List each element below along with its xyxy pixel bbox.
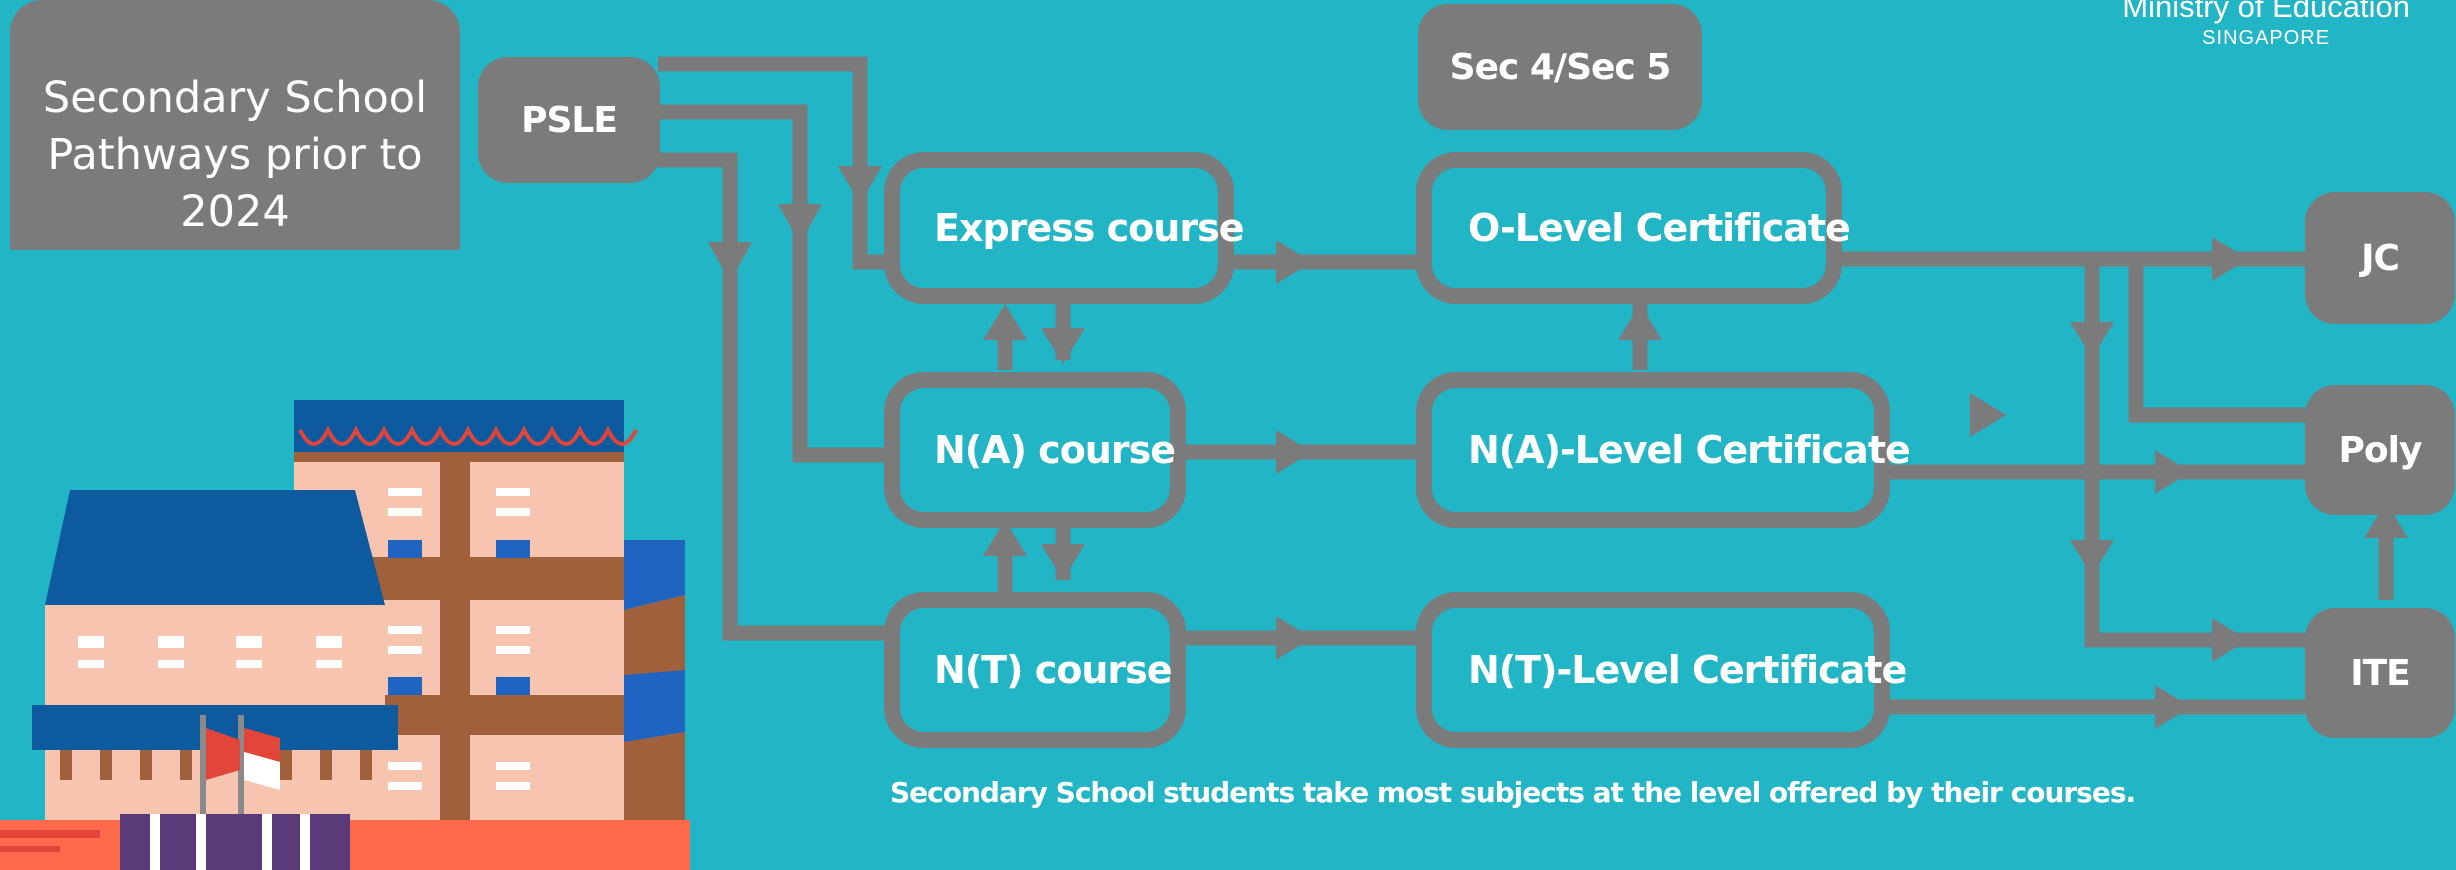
flow-psle-nt xyxy=(658,152,890,641)
node-o-level: O-Level Certificate xyxy=(1416,152,1851,304)
brand-name: Ministry of Education xyxy=(2122,0,2410,24)
arrow-down xyxy=(2070,540,2114,576)
arrow-right xyxy=(2212,618,2248,662)
arrow-down xyxy=(1041,328,1085,364)
brand-country: SINGAPORE xyxy=(2202,27,2331,49)
arrow-right xyxy=(1276,240,1312,284)
moe-logo-text: Ministry of Education SINGAPORE xyxy=(2122,0,2410,50)
node-jc: JC xyxy=(2305,192,2455,324)
arrow-down xyxy=(778,204,822,244)
arrow-down xyxy=(1041,544,1085,580)
flow-psle-na xyxy=(658,104,890,463)
diagram-caption: Secondary School students take most subj… xyxy=(890,776,2136,809)
node-na-course: N(A) course xyxy=(884,372,1186,528)
arrow-down xyxy=(708,242,752,282)
flow-branch-ite xyxy=(2084,259,2305,648)
arrow-down xyxy=(838,166,882,204)
node-poly: Poly xyxy=(2305,385,2455,515)
node-express-course: Express course xyxy=(884,152,1244,304)
arrow-right xyxy=(2212,237,2248,281)
arrow-right xyxy=(1276,430,1312,474)
arrow-right xyxy=(1276,616,1312,660)
arrow-right xyxy=(1970,393,2006,437)
flow-branch-poly xyxy=(2128,259,2305,423)
node-ite: ITE xyxy=(2305,608,2455,738)
arrow-right xyxy=(2155,685,2191,729)
node-nt-course: N(T) course xyxy=(884,592,1186,748)
diagram-title: Secondary School Pathways prior to 2024 xyxy=(10,0,460,250)
arrow-up xyxy=(983,304,1027,340)
node-nt-level: N(T)-Level Certificate xyxy=(1416,592,1907,748)
arrow-up xyxy=(983,520,1027,556)
flow-psle-express xyxy=(658,56,890,270)
school-building-illustration xyxy=(0,400,690,870)
node-sec-stage: Sec 4/Sec 5 xyxy=(1418,4,1702,130)
arrow-right xyxy=(2155,450,2191,494)
arrow-down xyxy=(2070,322,2114,358)
arrow-up xyxy=(2364,502,2408,538)
node-psle: PSLE xyxy=(478,57,660,183)
node-na-level: N(A)-Level Certificate xyxy=(1416,372,1911,528)
arrow-up xyxy=(1618,304,1662,340)
